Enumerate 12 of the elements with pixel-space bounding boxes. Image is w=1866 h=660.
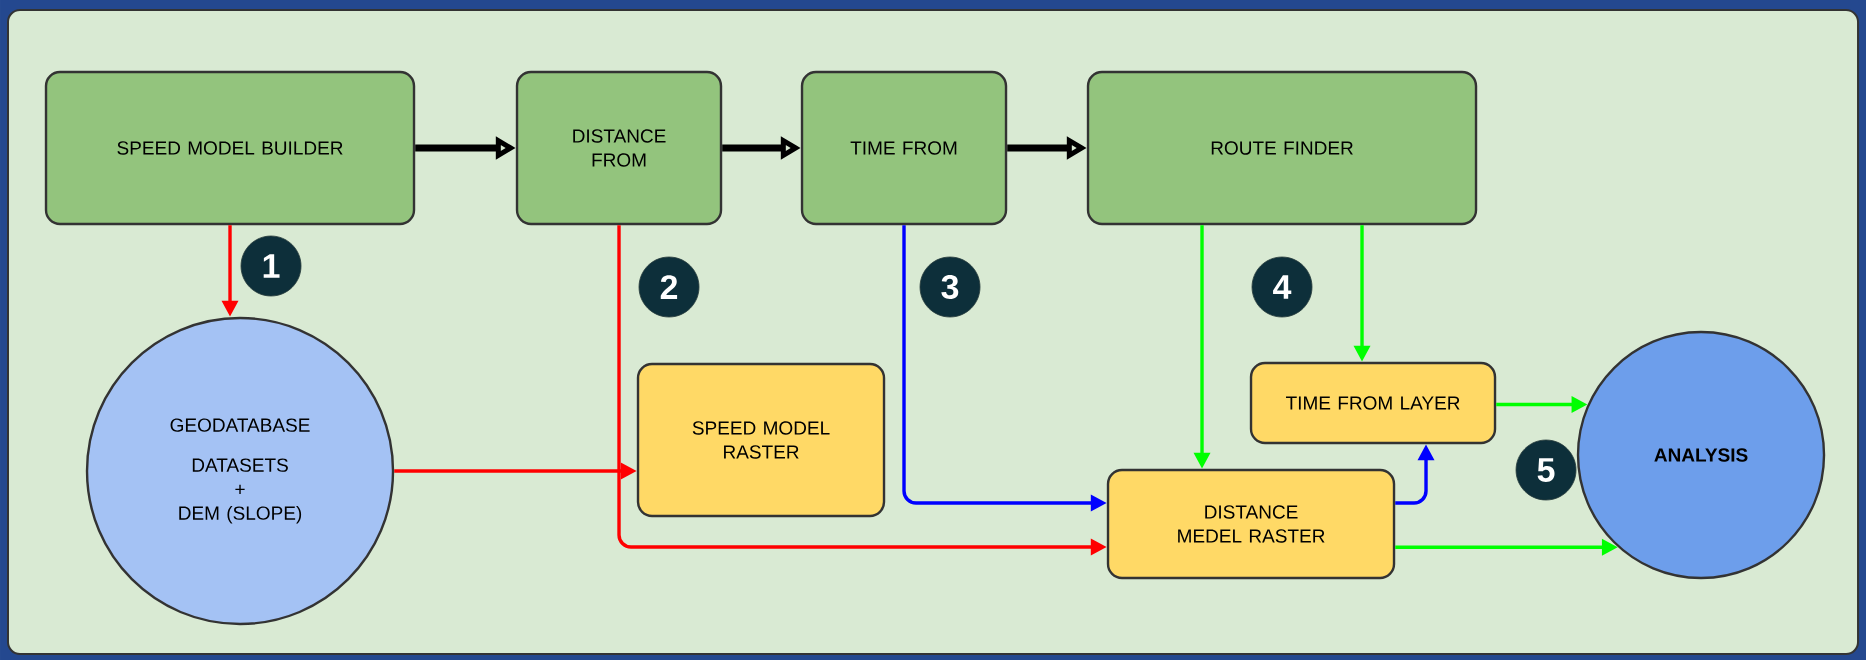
process-box: SPEED MODEL RASTER bbox=[636, 362, 886, 518]
process-box: DISTANCE MEDEL RASTER bbox=[1106, 468, 1396, 580]
process-box: ROUTE FINDER bbox=[1086, 70, 1478, 226]
process-box: TIME FROM LAYER bbox=[1249, 361, 1497, 445]
process-box: TIME FROM bbox=[800, 70, 1008, 226]
callout-number: 1 bbox=[240, 235, 302, 297]
callout-number: 3 bbox=[919, 256, 981, 318]
process-box: DISTANCE FROM bbox=[515, 70, 723, 226]
callout-number: 5 bbox=[1515, 439, 1577, 501]
callout-number: 4 bbox=[1251, 256, 1313, 318]
process-box: SPEED MODEL BUILDER bbox=[44, 70, 416, 226]
callout-number: 2 bbox=[638, 256, 700, 318]
